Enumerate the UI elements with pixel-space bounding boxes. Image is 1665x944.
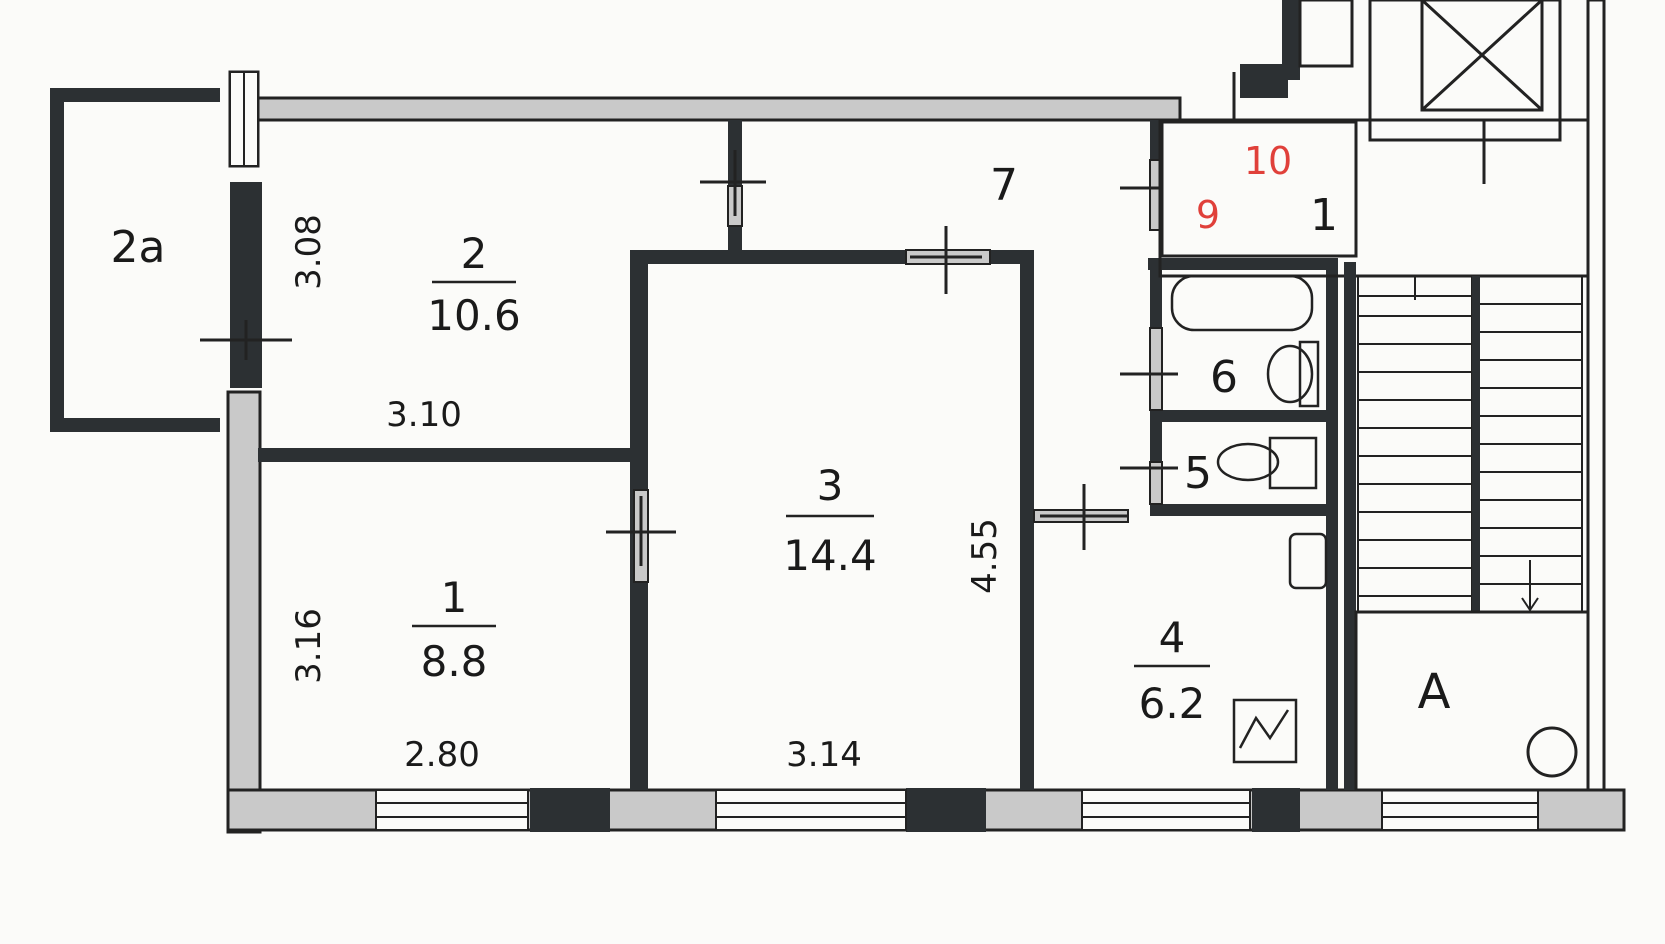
dark-wall-segments [230,0,1300,832]
room3-number: 3 [817,461,844,510]
room4-area: 6.2 [1139,679,1206,728]
kitchen-sink-icon [1288,532,1328,590]
bathtub-icon [1170,274,1314,332]
room2-area: 10.6 [427,291,521,340]
room2-number: 2 [461,229,488,278]
door-marks [200,72,1486,566]
room4-number: 4 [1159,613,1186,662]
stairwell [1158,0,1606,792]
room5-number: 5 [1184,448,1212,499]
stairs-right [1477,275,1583,613]
windows [229,71,1539,831]
room1-area: 8.8 [421,637,488,686]
zone-a-label: A [1418,664,1451,720]
room7-number: 7 [990,160,1018,211]
room2-width-dim: 3.10 [386,395,462,435]
room9-number: 9 [1196,193,1220,237]
room1-width-dim: 2.80 [404,735,480,775]
stove-icon [1232,698,1298,764]
balcony-2a [50,88,220,432]
stair-hall-number: 1 [1310,190,1338,241]
room3-width-dim: 3.14 [786,735,862,775]
toilet-icon [1216,436,1318,490]
room1-height-dim: 3.16 [289,608,329,684]
room6-number: 6 [1210,352,1238,403]
door-openings [633,159,1163,583]
room2-height-dim: 3.08 [289,214,329,290]
balcony-label: 2a [111,222,166,273]
room1-number: 1 [441,573,468,622]
room10-number: 10 [1244,139,1292,183]
sink-icon [1266,340,1320,408]
stairs-left [1357,275,1473,613]
room3-height-dim: 4.55 [965,518,1005,594]
room3-area: 14.4 [783,531,877,580]
